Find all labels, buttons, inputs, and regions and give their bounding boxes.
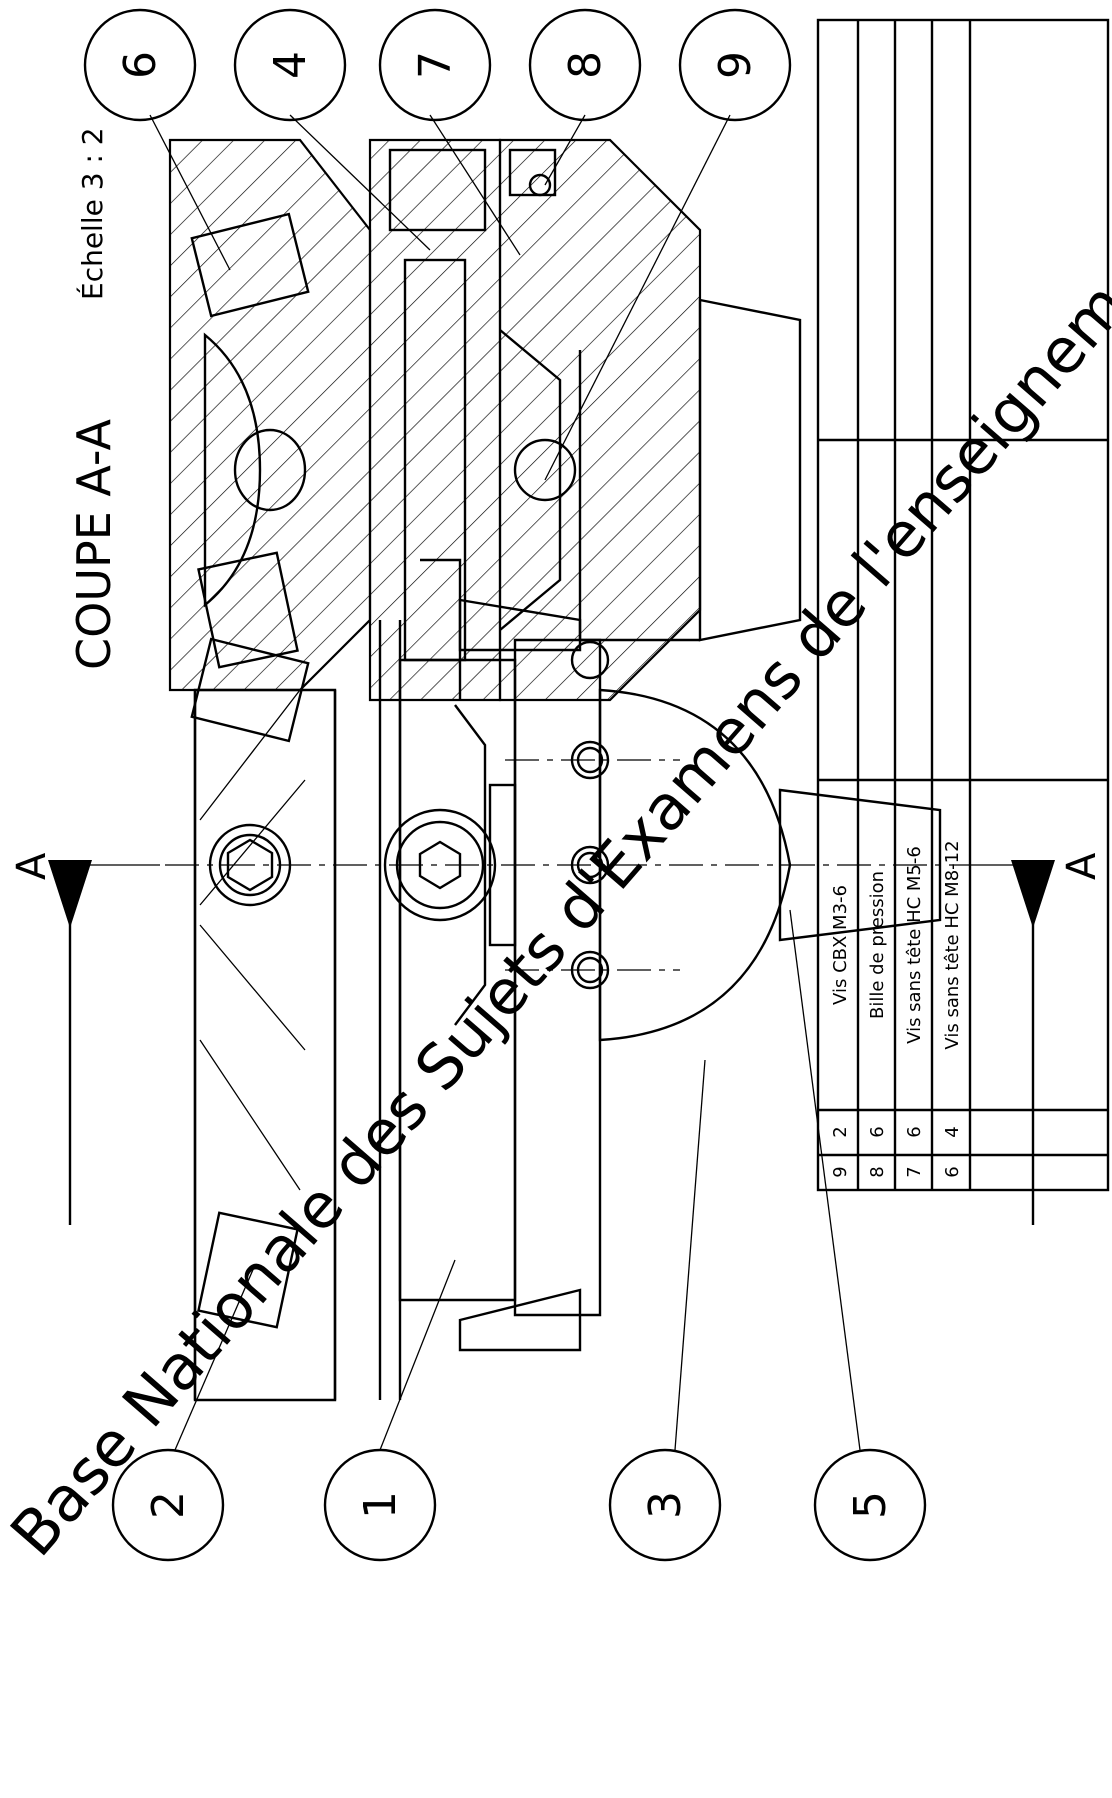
callout-1: 1 [355, 1491, 406, 1519]
section-marker-top: A [9, 852, 160, 1225]
row-rep-2: 7 [904, 1166, 925, 1177]
row-rep-1: 8 [867, 1166, 888, 1177]
callout-2: 2 [143, 1491, 194, 1519]
row-designation-2: Vis sans tête HC M5-6 [904, 846, 925, 1044]
row-designation-1: Bille de pression [867, 871, 888, 1019]
callout-5: 5 [845, 1491, 896, 1519]
row-rep-3: 6 [942, 1166, 963, 1177]
row-designation-3: Vis sans tête HC M8-12 [942, 840, 963, 1049]
row-qty-2: 6 [904, 1126, 925, 1137]
row-rep-0: 9 [830, 1166, 851, 1177]
callout-4: 4 [265, 51, 316, 79]
parts-table: 9 2 Vis CBX M3-6 8 6 Bille de pression 7… [816, 18, 1110, 1192]
section-title: COUPE A-A [67, 419, 121, 670]
section-marker-bottom: A [950, 852, 1105, 1225]
callout-9: 9 [710, 51, 761, 79]
section-letter-top: A [9, 852, 55, 880]
callout-7: 7 [410, 51, 461, 79]
callout-8: 8 [560, 51, 611, 79]
callout-6: 6 [115, 51, 166, 79]
leader-lines [149, 114, 861, 1451]
row-qty-3: 4 [942, 1126, 963, 1137]
callouts-right: 6 4 7 8 9 [83, 8, 792, 122]
section-letter-bottom: A [1059, 852, 1105, 880]
callouts-left: 2 1 3 5 [111, 1448, 927, 1562]
row-qty-0: 2 [830, 1126, 851, 1137]
row-qty-1: 6 [867, 1126, 888, 1137]
section-view: COUPE A-A Échelle 3 : 2 [67, 127, 802, 743]
scale-label: Échelle 3 : 2 [75, 127, 109, 300]
callout-3: 3 [640, 1491, 691, 1519]
row-designation-0: Vis CBX M3-6 [830, 885, 851, 1005]
